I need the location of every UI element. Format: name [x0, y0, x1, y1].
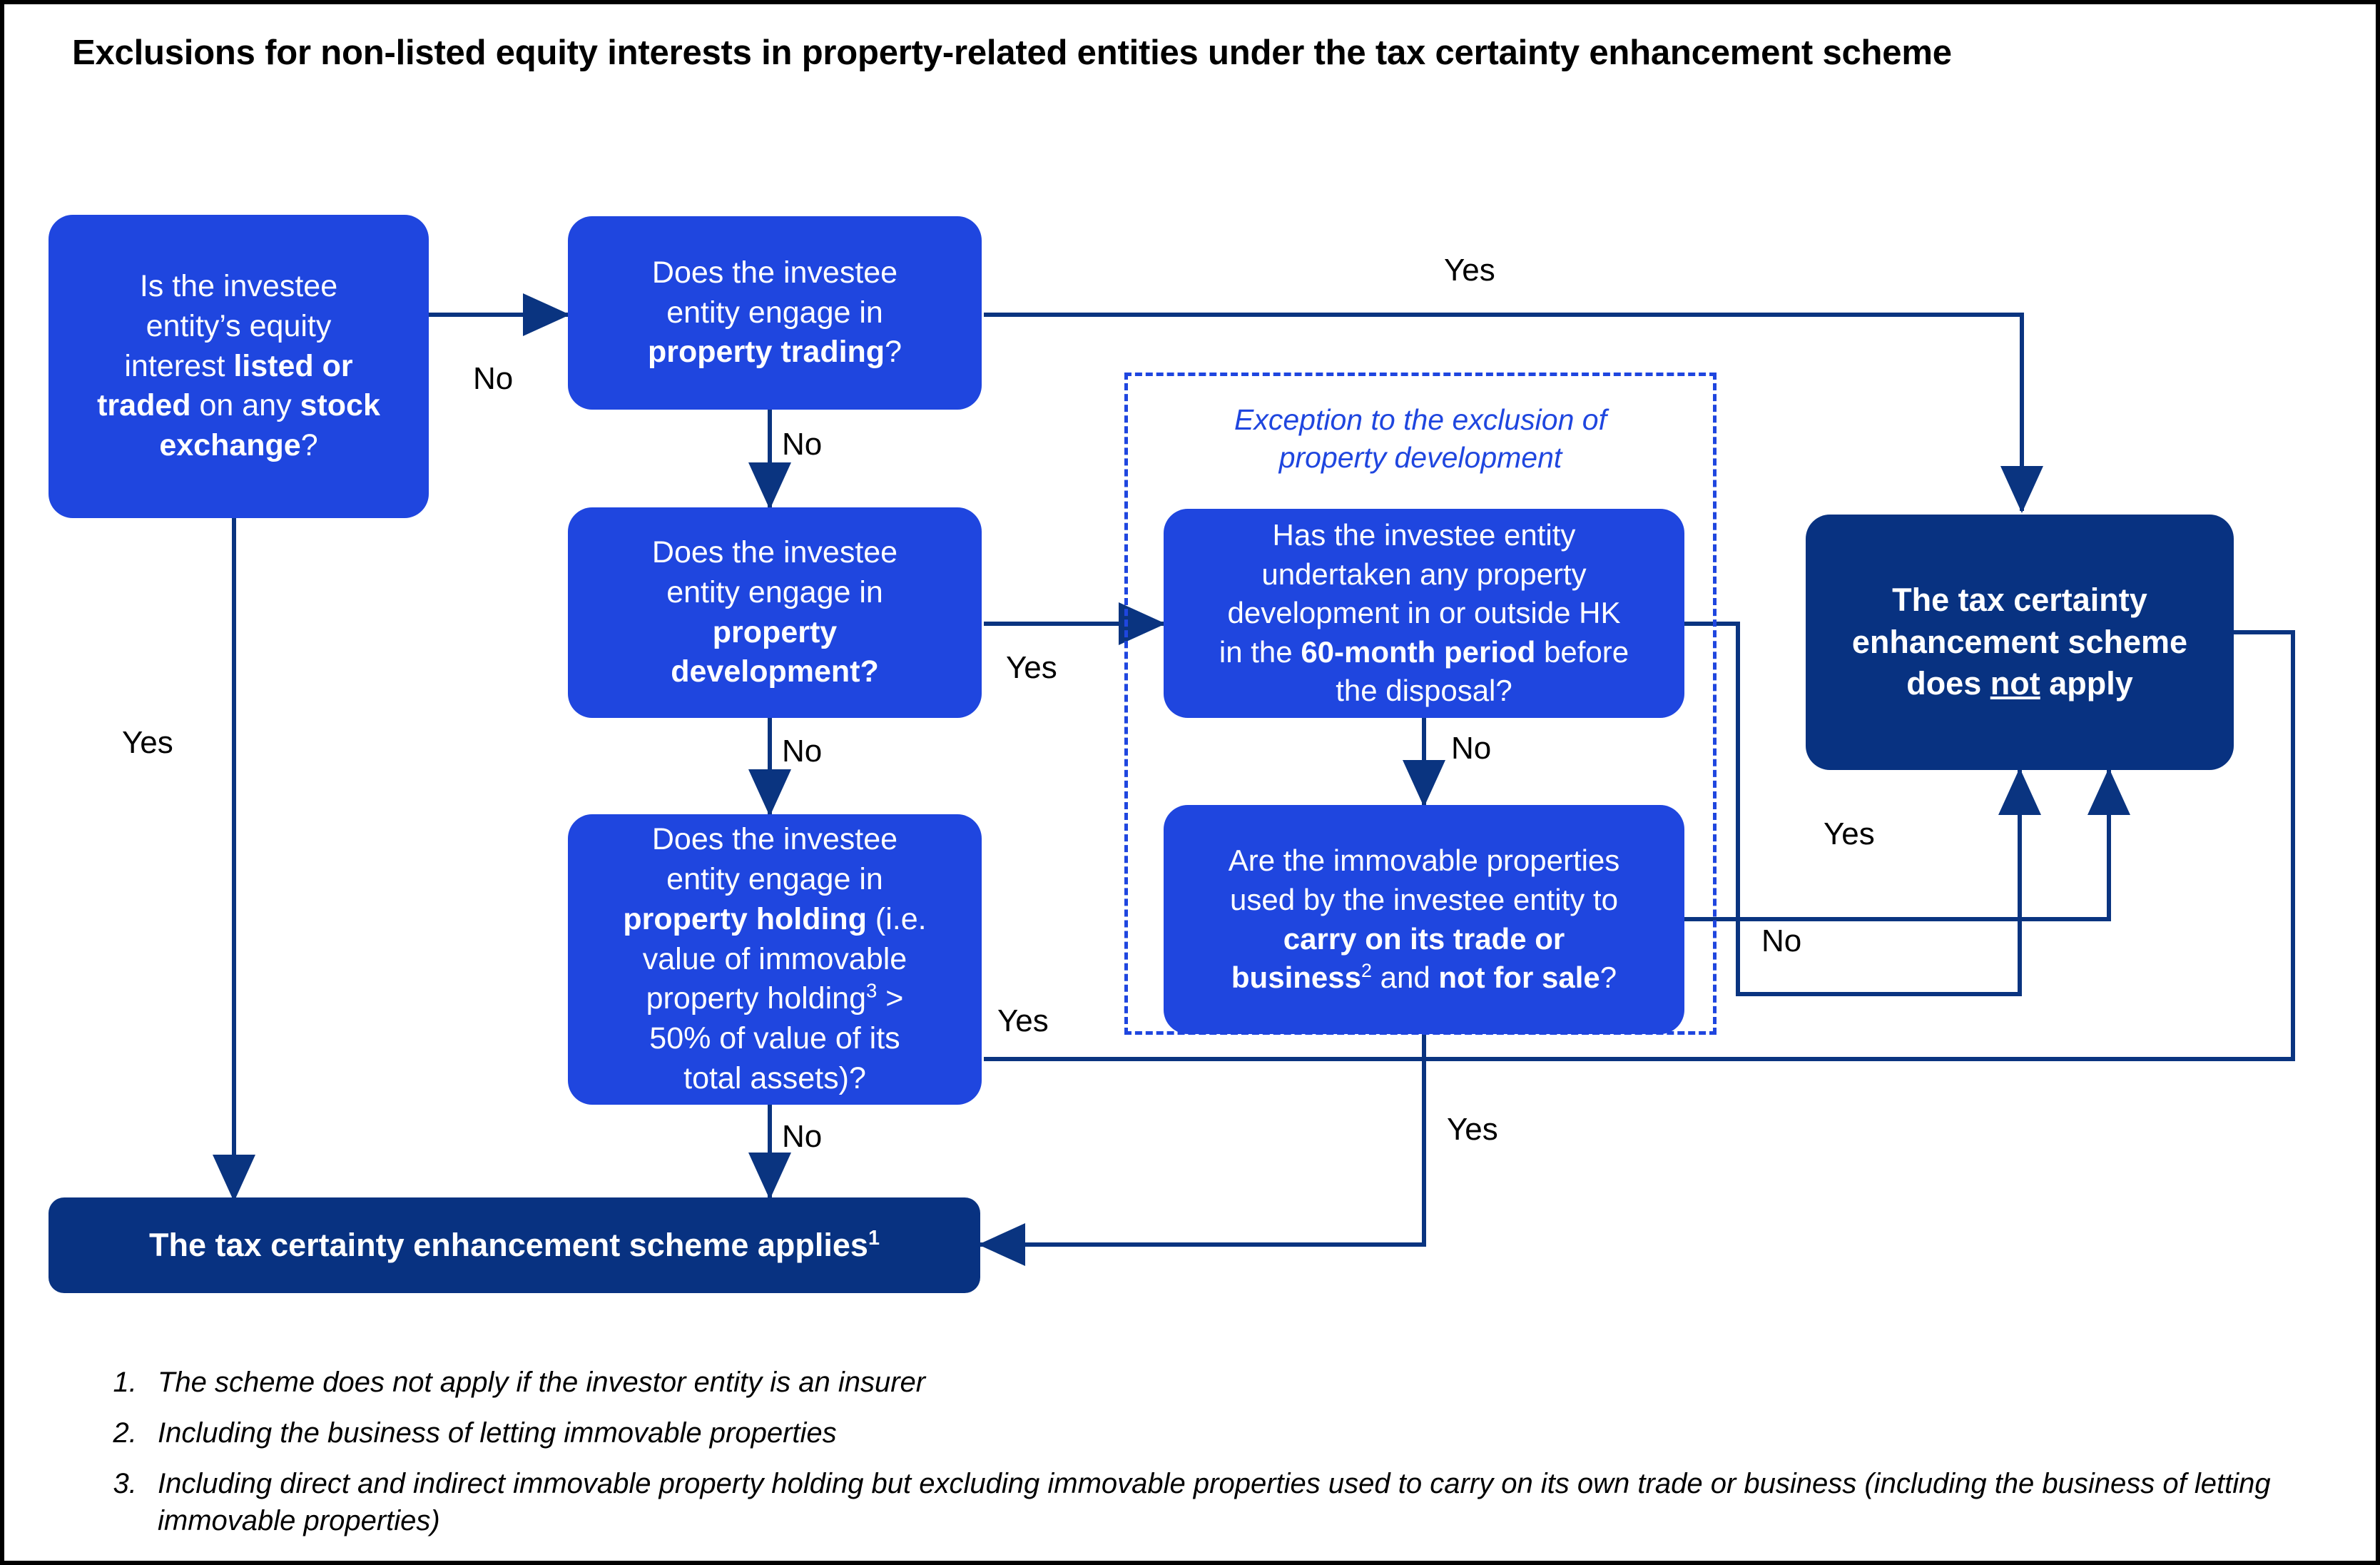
outcome-scheme-applies[interactable]: The tax certainty enhancement scheme app…	[49, 1197, 980, 1293]
node-label: The tax certainty enhancement scheme app…	[149, 1226, 880, 1263]
edge-label-60month-no: No	[1451, 731, 1492, 766]
page-title: Exclusions for non-listed equity interes…	[72, 34, 1952, 72]
edge-label-60month-yes: Yes	[1824, 816, 1875, 851]
footnote-list: The scheme does not apply if the investo…	[79, 1364, 2319, 1540]
wire-trade-yes	[978, 1034, 1426, 1266]
edge-label-trading-no: No	[782, 427, 823, 462]
wire-trade-no	[1684, 768, 2130, 921]
edge-label-holding-no: No	[782, 1119, 823, 1154]
edge-label-development-no: No	[782, 734, 823, 769]
edge-label-listed-no: No	[473, 361, 514, 396]
edge-label-holding-yes: Yes	[997, 1003, 1049, 1038]
edge-label-development-yes: Yes	[1006, 650, 1057, 685]
footnote-item: Including the business of letting immova…	[145, 1414, 2319, 1452]
footnote-item: Including direct and indirect immovable …	[145, 1465, 2319, 1541]
edge-label-trading-yes: Yes	[1444, 253, 1495, 288]
edge-label-trade-yes: Yes	[1447, 1112, 1498, 1147]
footnotes: The scheme does not apply if the investo…	[79, 1364, 2319, 1553]
edge-label-trade-no: No	[1761, 923, 1802, 958]
edge-label-listed-yes: Yes	[122, 725, 173, 760]
footnote-item: The scheme does not apply if the investo…	[145, 1364, 2319, 1402]
